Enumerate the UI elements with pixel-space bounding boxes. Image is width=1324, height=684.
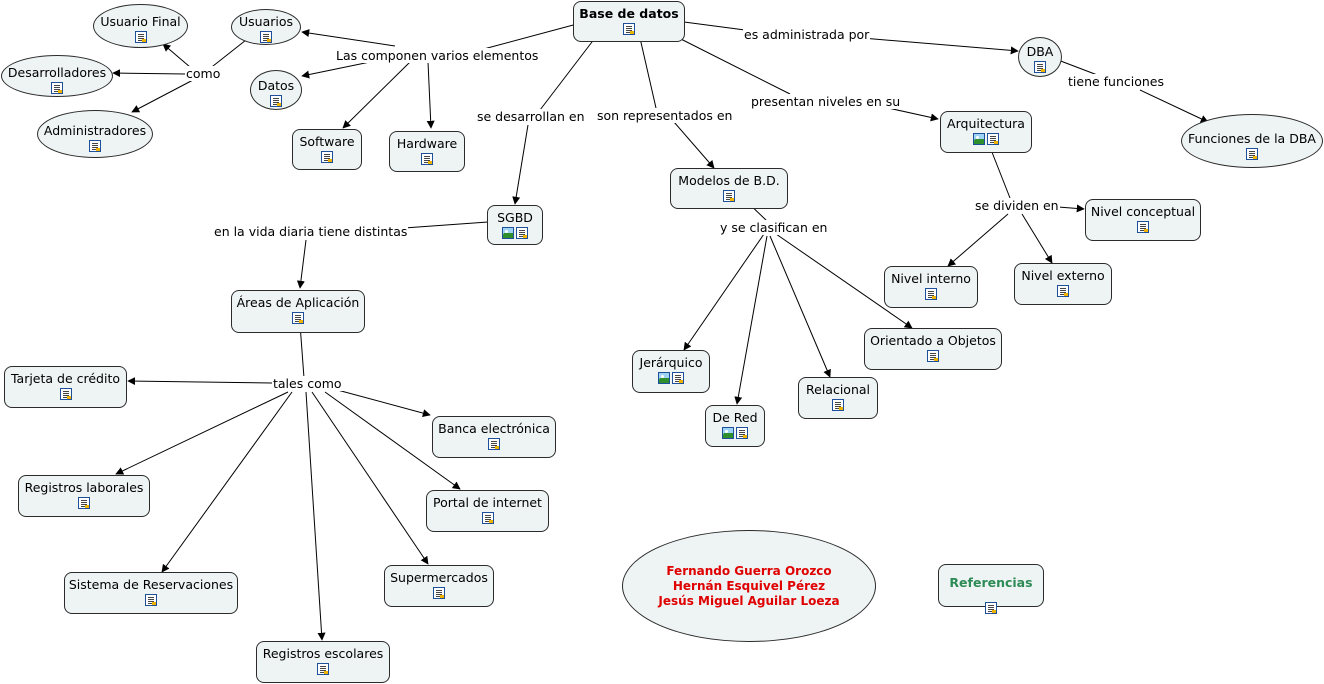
node-portal-internet[interactable]: Portal de internet <box>426 490 549 532</box>
node-nivel-externo[interactable]: Nivel externo <box>1014 263 1112 305</box>
author-2: Hernán Esquivel Pérez <box>672 578 826 593</box>
document-icon[interactable] <box>488 438 500 450</box>
node-modelos[interactable]: Modelos de B.D. <box>670 168 788 209</box>
image-icon[interactable] <box>722 427 734 439</box>
document-icon[interactable] <box>723 190 735 202</box>
document-icon[interactable] <box>736 427 748 439</box>
node-hardware[interactable]: Hardware <box>389 131 465 172</box>
document-icon[interactable] <box>260 31 272 43</box>
document-icon[interactable] <box>1034 61 1046 73</box>
link-administrada: es administrada por <box>743 27 871 42</box>
document-icon[interactable] <box>292 312 304 324</box>
node-tarjeta-credito[interactable]: Tarjeta de crédito <box>4 366 127 408</box>
authors-ellipse: Fernando Guerra Orozco Hernán Esquivel P… <box>622 530 876 642</box>
document-icon[interactable] <box>51 82 63 94</box>
document-icon[interactable] <box>1137 221 1149 233</box>
node-administradores[interactable]: Administradores <box>37 110 153 158</box>
document-icon[interactable] <box>317 663 329 675</box>
node-arquitectura[interactable]: Arquitectura <box>940 111 1032 153</box>
node-supermercados[interactable]: Supermercados <box>384 565 494 607</box>
document-icon[interactable] <box>145 594 157 606</box>
document-icon[interactable] <box>59 388 72 400</box>
link-niveles: presentan niveles en su <box>750 94 902 109</box>
image-icon[interactable] <box>658 372 670 384</box>
node-banca-electronica[interactable]: Banca electrónica <box>432 416 556 458</box>
node-usuarios[interactable]: Usuarios <box>231 9 301 45</box>
document-icon[interactable] <box>925 288 937 300</box>
link-dividen: se dividen en <box>974 198 1060 213</box>
document-icon[interactable] <box>321 151 333 163</box>
node-registros-escolares[interactable]: Registros escolares <box>256 641 390 683</box>
link-clasifican: y se clasifican en <box>719 220 829 235</box>
node-dba[interactable]: DBA <box>1018 37 1062 77</box>
author-3: Jesús Miguel Aguilar Loeza <box>658 593 840 608</box>
node-de-red[interactable]: De Red <box>705 405 765 447</box>
node-nivel-interno[interactable]: Nivel interno <box>884 266 978 308</box>
node-areas-aplicacion[interactable]: Áreas de Aplicación <box>231 290 365 333</box>
document-icon[interactable] <box>1057 285 1069 297</box>
image-icon[interactable] <box>502 227 514 239</box>
document-icon[interactable] <box>89 140 101 152</box>
node-nivel-conceptual[interactable]: Nivel conceptual <box>1085 199 1201 241</box>
document-icon[interactable] <box>433 587 445 599</box>
link-desarrollan: se desarrollan en <box>476 109 586 124</box>
document-icon[interactable] <box>421 153 433 165</box>
document-icon[interactable] <box>270 95 282 107</box>
link-tales-como: tales como <box>272 376 343 391</box>
node-datos[interactable]: Datos <box>250 70 302 110</box>
node-software[interactable]: Software <box>292 129 362 170</box>
document-icon[interactable] <box>134 31 147 43</box>
document-icon[interactable] <box>481 512 494 524</box>
document-icon[interactable] <box>927 350 939 362</box>
node-registros-laborales[interactable]: Registros laborales <box>18 475 150 517</box>
author-1: Fernando Guerra Orozco <box>666 563 832 578</box>
document-icon[interactable] <box>1246 148 1258 160</box>
link-vida-diaria: en la vida diaria tiene distintas <box>213 224 409 239</box>
node-funciones-dba[interactable]: Funciones de la DBA <box>1181 114 1323 168</box>
image-icon[interactable] <box>973 133 985 145</box>
node-relacional[interactable]: Relacional <box>798 377 878 419</box>
node-base-de-datos[interactable]: Base de datos <box>573 1 685 42</box>
node-referencias[interactable]: Referencias <box>938 564 1044 614</box>
link-representados: son representados en <box>596 108 734 123</box>
document-icon[interactable] <box>987 133 999 145</box>
link-como: como <box>185 66 222 81</box>
document-icon[interactable] <box>832 399 844 411</box>
node-sistema-reservaciones[interactable]: Sistema de Reservaciones <box>64 572 238 614</box>
document-icon[interactable] <box>78 497 90 509</box>
document-icon[interactable] <box>623 23 635 35</box>
link-tiene-funciones: tiene funciones <box>1067 74 1166 89</box>
document-icon[interactable] <box>985 602 997 614</box>
node-sgbd[interactable]: SGBD <box>487 205 543 245</box>
node-orientado-objetos[interactable]: Orientado a Objetos <box>864 328 1002 370</box>
document-icon[interactable] <box>516 227 528 239</box>
node-jerarquico[interactable]: Jerárquico <box>632 350 710 393</box>
link-componen: Las componen varios elementos <box>335 48 540 63</box>
node-usuario-final[interactable]: Usuario Final <box>93 4 188 48</box>
node-desarrolladores[interactable]: Desarrolladores <box>1 55 113 97</box>
document-icon[interactable] <box>672 372 684 384</box>
